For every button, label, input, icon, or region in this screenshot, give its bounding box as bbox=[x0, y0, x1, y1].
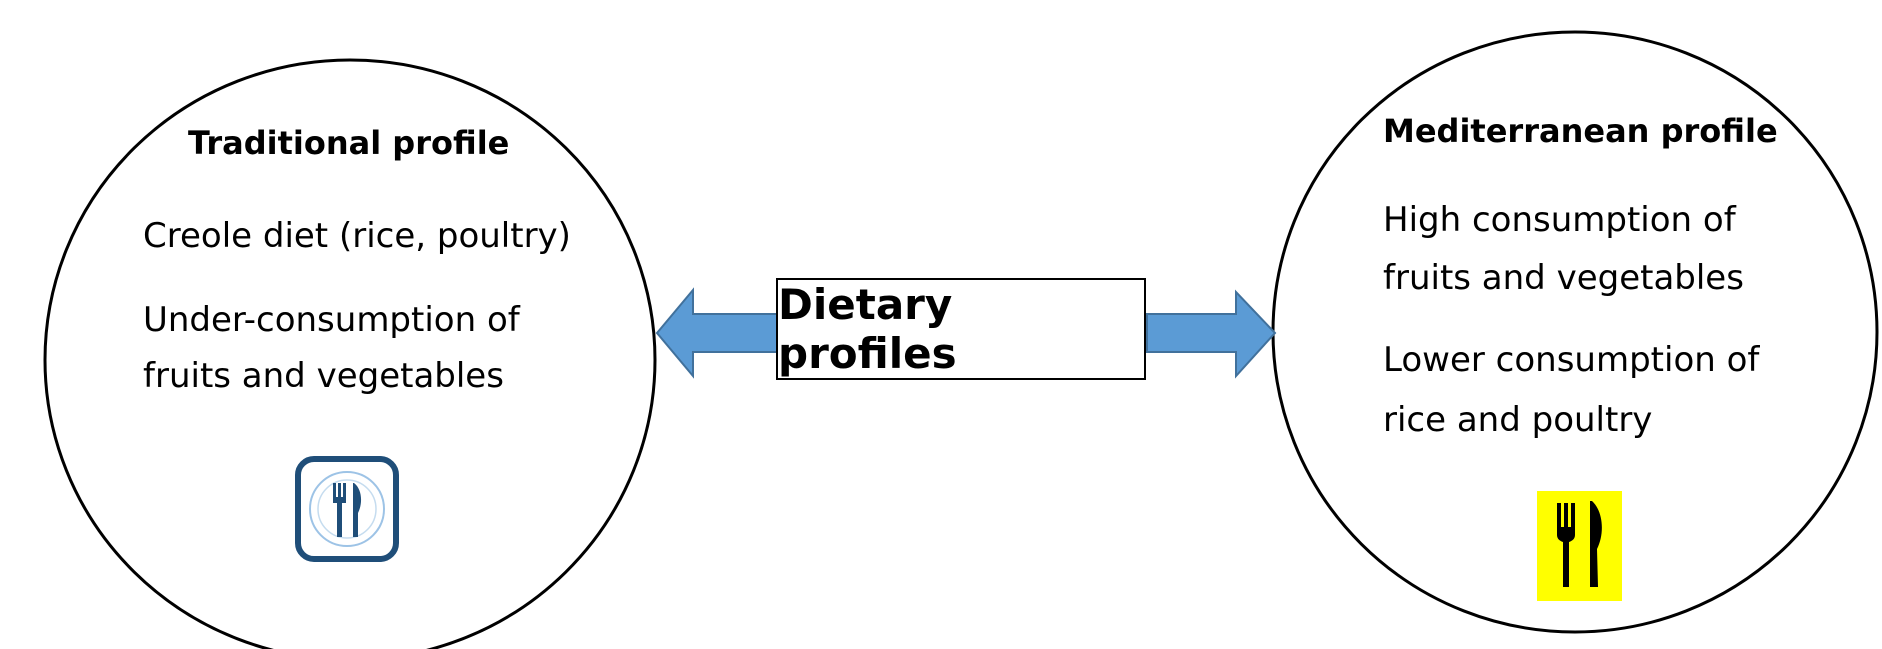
traditional-profile-circle bbox=[43, 58, 657, 649]
dietary-profiles-label: Dietary profiles bbox=[778, 280, 957, 378]
mediterranean-profile-title: Mediterranean profile bbox=[1383, 112, 1778, 150]
left-arrow bbox=[655, 287, 778, 379]
fork-knife-plate-icon bbox=[295, 456, 399, 562]
traditional-profile-title: Traditional profile bbox=[188, 124, 510, 162]
mediterranean-line-3: Lower consumption of bbox=[1383, 340, 1760, 380]
mediterranean-line-4: rice and poultry bbox=[1383, 400, 1653, 440]
mediterranean-line-2: fruits and vegetables bbox=[1383, 258, 1744, 298]
right-arrow bbox=[1146, 289, 1277, 379]
mediterranean-line-1: High consumption of bbox=[1383, 200, 1736, 240]
traditional-line-2: Under-consumption of bbox=[143, 300, 520, 340]
dietary-profiles-box: Dietary profiles bbox=[776, 278, 1146, 380]
traditional-line-3: fruits and vegetables bbox=[143, 356, 504, 396]
fork-knife-icon bbox=[1537, 491, 1622, 601]
traditional-line-1: Creole diet (rice, poultry) bbox=[143, 216, 571, 256]
